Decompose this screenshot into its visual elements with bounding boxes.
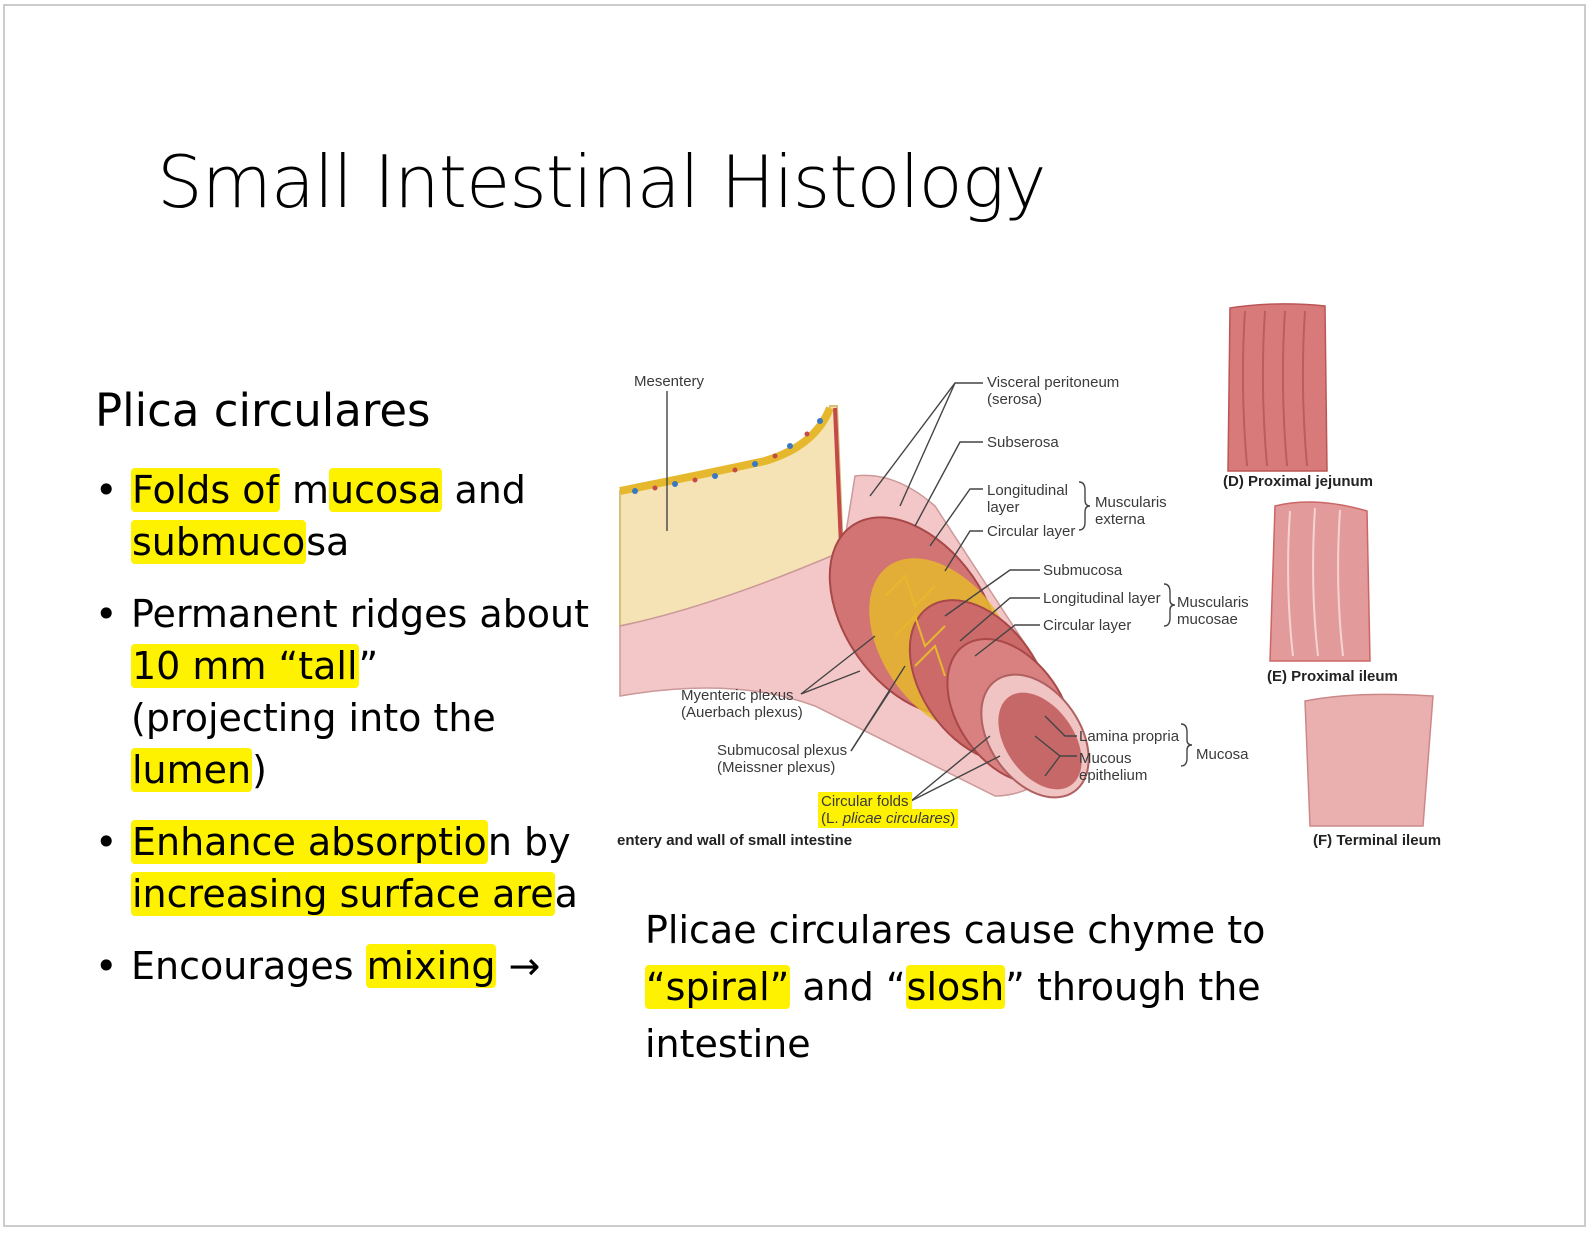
bullet-item: Permanent ridges about 10 mm “tall” (pro… — [95, 588, 595, 796]
label-longitudinal-layer: Longitudinal — [987, 482, 1068, 499]
text: Plicae circulares cause chyme to — [645, 908, 1266, 952]
text: ) — [950, 810, 956, 827]
intestine-illustration — [619, 303, 1434, 827]
text: a — [554, 872, 578, 916]
text: Permanent ridges about — [131, 592, 590, 636]
label-lamina-propria: Lamina propria — [1079, 728, 1180, 745]
text: (L. — [821, 810, 843, 827]
label-auerbach-plexus: (Auerbach plexus) — [681, 704, 803, 721]
label-circular-layer-mucosae: Circular layer — [1043, 617, 1132, 634]
label-muscularis-mucosae-2: mucosae — [1177, 611, 1238, 628]
slide-title: Small Intestinal Histology — [157, 140, 1046, 224]
panel-f-label: (F) Terminal ileum — [1313, 832, 1442, 849]
label-mesentery: Mesentery — [634, 373, 705, 390]
label-visceral-peritoneum: Visceral peritoneum — [987, 374, 1120, 391]
label-muscularis-externa-2: externa — [1095, 511, 1146, 528]
bullet-list: Folds of mucosa and submucosa Permanent … — [95, 464, 595, 1012]
text: ) — [252, 748, 267, 792]
label-muscularis-externa: Muscularis — [1095, 494, 1167, 511]
highlighted-text: 10 mm “tall — [131, 644, 359, 688]
label-circular-layer-externa: Circular layer — [987, 523, 1076, 540]
text: sa — [306, 520, 350, 564]
label-subserosa: Subserosa — [987, 434, 1059, 451]
bullet-item: Encourages mixing → — [95, 940, 595, 992]
slide: Small Intestinal Histology Plica circula… — [3, 4, 1586, 1227]
subheading: Plica circulares — [95, 384, 431, 437]
bullet-item: Folds of mucosa and submucosa — [95, 464, 595, 568]
label-plicae-circulares: (L. plicae circulares) — [818, 809, 959, 828]
label-submucosal-plexus: Submucosal plexus — [717, 742, 848, 759]
highlighted-text: submuco — [131, 520, 307, 564]
intestine-wall-figure: Mesentery Visceral peritoneum (serosa) S… — [615, 296, 1465, 856]
highlighted-text: increasing surface are — [131, 872, 555, 916]
highlighted-text: “spiral” — [645, 965, 791, 1009]
highlighted-text: slosh — [905, 965, 1006, 1009]
label-longitudinal-layer-2: layer — [987, 499, 1020, 516]
text: n by — [487, 820, 571, 864]
text: and “ — [790, 965, 906, 1009]
highlighted-text: Enhance absorptio — [131, 820, 488, 864]
label-mucous-epithelium-2: epithelium — [1079, 767, 1148, 784]
label-myenteric-plexus: Myenteric plexus — [681, 687, 794, 704]
chyme-caption: Plicae circulares cause chyme to “spiral… — [645, 902, 1345, 1073]
label-serosa: (serosa) — [987, 391, 1043, 408]
text: ” (projecting into the — [131, 644, 496, 740]
text: and — [442, 468, 526, 512]
text: ” through the intestine — [645, 965, 1261, 1066]
text: Encourages — [131, 944, 366, 988]
text: plicae circulares — [842, 810, 951, 827]
highlighted-text: mixing — [365, 944, 497, 988]
panel-d-label: (D) Proximal jejunum — [1223, 473, 1374, 490]
label-mucosa: Mucosa — [1196, 746, 1249, 763]
arrow-right-icon: → — [496, 944, 541, 988]
label-mucous-epithelium: Mucous — [1079, 750, 1132, 767]
label-circular-folds: Circular folds — [818, 792, 912, 811]
highlighted-text: ucosa — [329, 468, 443, 512]
figure-caption: entery and wall of small intestine — [617, 832, 853, 849]
highlighted-text: lumen — [131, 748, 253, 792]
bullet-item: Enhance absorption by increasing surface… — [95, 816, 595, 920]
panel-e-label: (E) Proximal ileum — [1267, 668, 1398, 685]
label-muscularis-mucosae: Muscularis — [1177, 594, 1249, 611]
label-longitudinal-layer-mucosae: Longitudinal layer — [1043, 590, 1161, 607]
text: m — [279, 468, 330, 512]
label-meissner-plexus: (Meissner plexus) — [717, 759, 836, 776]
label-submucosa: Submucosa — [1043, 562, 1123, 579]
highlighted-text: Folds of — [131, 468, 280, 512]
